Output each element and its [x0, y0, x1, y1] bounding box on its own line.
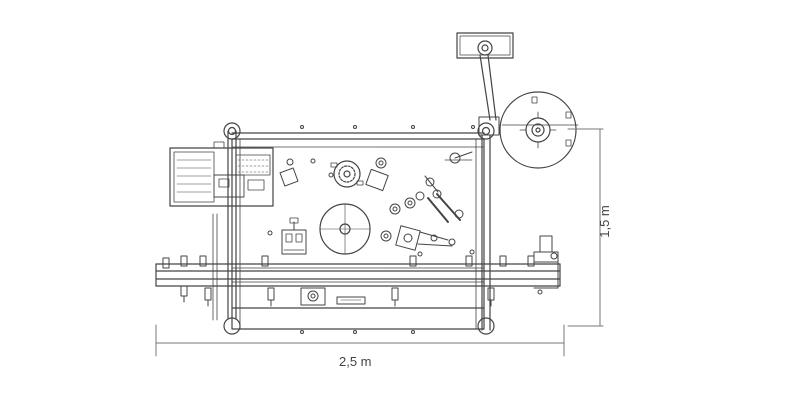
conveyor — [155, 263, 561, 287]
main-frame — [231, 132, 485, 330]
dispensing-wheel — [319, 203, 371, 255]
height-dimension-label: 1,5 m — [596, 205, 612, 238]
label-reel — [499, 91, 579, 169]
frame-components — [267, 125, 559, 334]
width-dimension-label: 2,5 m — [339, 354, 372, 369]
dimension-lines — [155, 128, 604, 357]
control-cabinet — [169, 141, 274, 207]
guide-brackets — [162, 213, 535, 321]
toothed-wheel — [330, 160, 364, 188]
reel-arm — [456, 32, 514, 331]
